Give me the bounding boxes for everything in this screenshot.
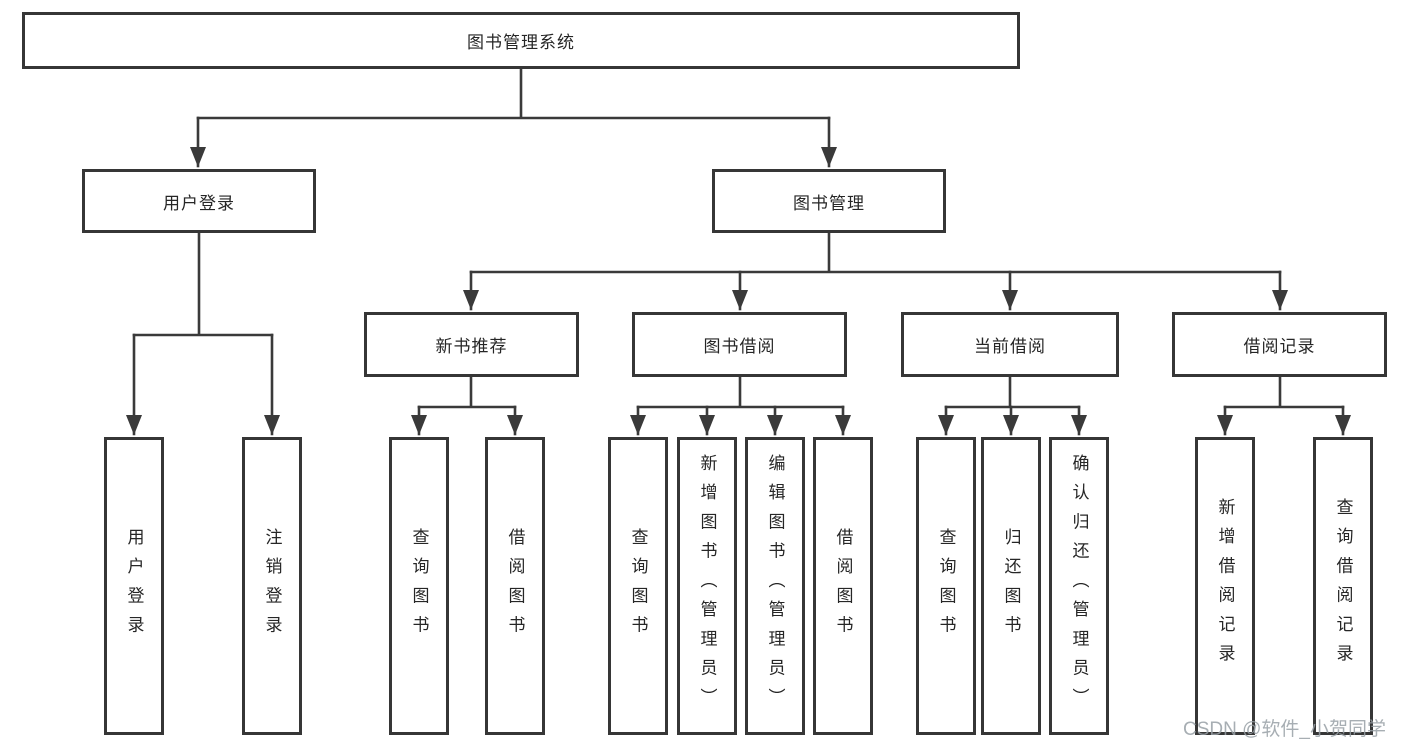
node-user-login: 用户登录 (82, 169, 316, 233)
node-borrowing-records: 借阅记录 (1172, 312, 1387, 377)
node-leaf-query-borrow-record: 查询借阅记录 (1313, 437, 1373, 735)
node-leaf-query-books-3: 查询图书 (916, 437, 976, 735)
node-label: 借阅图书 (505, 527, 525, 645)
connector-borrowing-records (1217, 375, 1351, 436)
node-leaf-borrow-books-1: 借阅图书 (485, 437, 545, 735)
node-label: 编辑图书（管理员） (765, 454, 785, 718)
node-book-borrowing: 图书借阅 (632, 312, 847, 377)
node-label: 用户登录 (124, 527, 144, 645)
node-new-book-recommend: 新书推荐 (364, 312, 579, 377)
connector-book-borrowing (630, 375, 851, 436)
node-leaf-query-books-1: 查询图书 (389, 437, 449, 735)
node-label: 确认归还（管理员） (1069, 454, 1089, 718)
node-label: 借阅图书 (833, 527, 853, 645)
node-label: 新增图书（管理员） (697, 454, 717, 718)
connector-book-management (463, 231, 1288, 311)
connector-root (190, 66, 837, 168)
node-label: 查询图书 (409, 527, 429, 645)
node-leaf-edit-books-admin: 编辑图书（管理员） (745, 437, 805, 735)
node-label: 查询图书 (628, 527, 648, 645)
node-library-management-system: 图书管理系统 (22, 12, 1020, 69)
node-leaf-return-books: 归还图书 (981, 437, 1041, 735)
node-label: 注销登录 (262, 527, 282, 645)
node-label: 归还图书 (1001, 527, 1021, 645)
csdn-watermark: CSDN @软件_小贺同学 (1183, 719, 1386, 740)
node-leaf-user-login: 用户登录 (104, 437, 164, 735)
node-leaf-logout: 注销登录 (242, 437, 302, 735)
node-book-management: 图书管理 (712, 169, 946, 233)
node-leaf-query-books-2: 查询图书 (608, 437, 668, 735)
connector-user-login (126, 231, 280, 436)
node-current-borrowing: 当前借阅 (901, 312, 1119, 377)
connector-new-book-recommend (411, 375, 523, 436)
connector-current-borrowing (938, 375, 1087, 436)
node-label: 查询图书 (936, 527, 956, 645)
node-label: 新增借阅记录 (1215, 498, 1235, 674)
node-leaf-borrow-books-2: 借阅图书 (813, 437, 873, 735)
node-leaf-confirm-return-admin: 确认归还（管理员） (1049, 437, 1109, 735)
node-label: 查询借阅记录 (1333, 498, 1353, 674)
node-leaf-add-borrow-record: 新增借阅记录 (1195, 437, 1255, 735)
node-leaf-add-books-admin: 新增图书（管理员） (677, 437, 737, 735)
